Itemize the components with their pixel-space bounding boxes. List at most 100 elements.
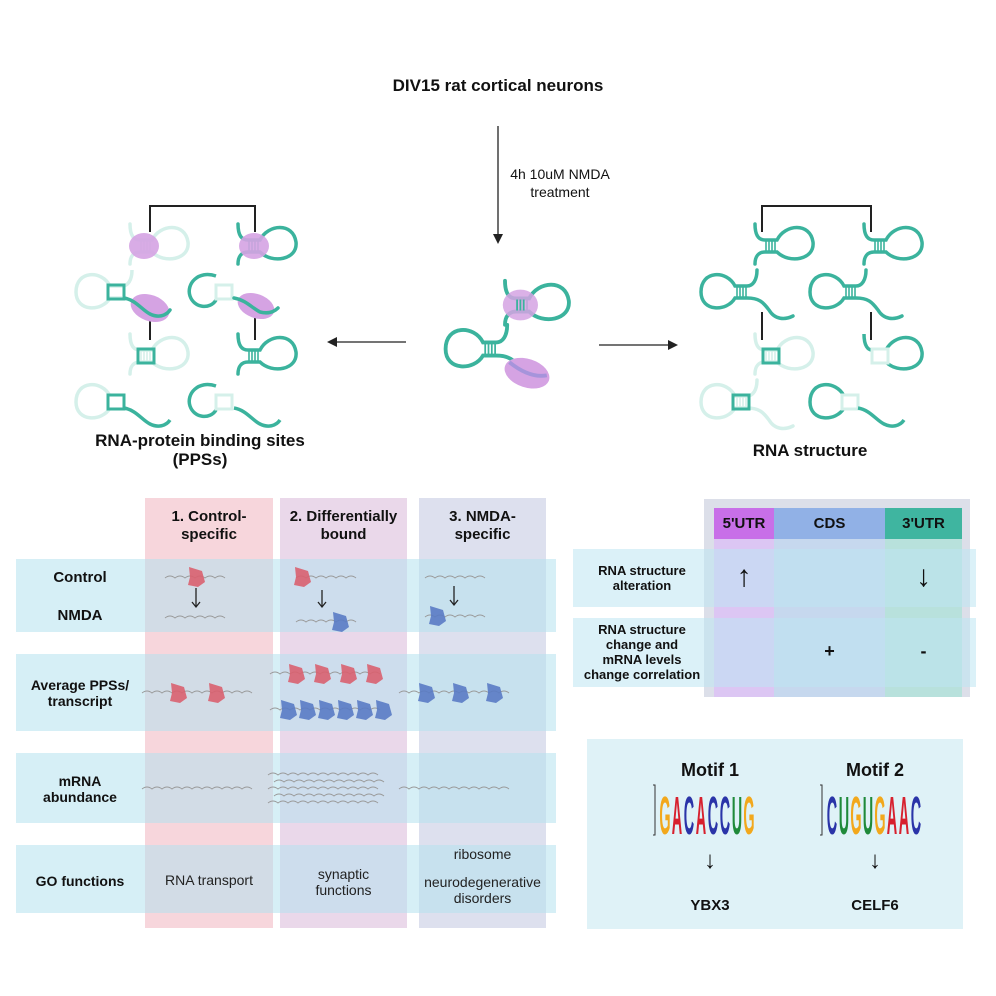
protein-halo: [129, 233, 159, 259]
logo-letter-C: C: [720, 786, 730, 846]
motif2-arrow: ↓: [869, 847, 881, 874]
right-connectors: [761, 205, 872, 340]
protein-glyph: [332, 612, 349, 632]
logo-y-axis: [653, 784, 656, 836]
mrna-strand: [267, 800, 379, 804]
row-label-go-functions: GO functions: [35, 873, 125, 889]
pps-title: RNA-protein binding sites (PPSs): [60, 431, 340, 469]
header-line1: 2. Differentially: [289, 508, 398, 525]
right-arrowhead: [668, 340, 678, 350]
down-arrowhead: [191, 601, 201, 609]
logo-letter-A: A: [899, 786, 909, 846]
protein-glyph: [375, 700, 392, 720]
header-line1: 3. NMDA-: [449, 508, 516, 525]
header-line2: bound: [320, 526, 367, 543]
mrna-strand: [273, 793, 385, 797]
treatment-label: 4h 10uM NMDA treatment: [500, 165, 620, 201]
header-line2: specific: [181, 526, 237, 543]
protein-glyph: [299, 700, 316, 720]
treatment-line2: treatment: [530, 184, 590, 200]
logo-letter-U: U: [863, 786, 873, 846]
logo-letter-G: G: [743, 786, 754, 846]
go-differentially-bound: synaptic functions: [280, 866, 407, 898]
column-header-nmda-specific: 3. NMDA- specific: [419, 508, 546, 544]
logo-letter-C: C: [911, 786, 921, 846]
protein-glyph: [366, 664, 383, 684]
mrna-strand: [424, 575, 486, 579]
motif2-protein: CELF6: [851, 897, 899, 914]
treatment-arrowhead: [493, 234, 503, 244]
protein-glyph: [294, 567, 311, 587]
row-bg-control-nmda: [16, 559, 556, 632]
mrna-strand: [164, 615, 226, 619]
motif1-arrow: ↓: [704, 847, 716, 874]
logo-letter-G: G: [850, 786, 861, 846]
go-line2: functions: [315, 882, 372, 898]
column-header-differentially-bound: 2. Differentially bound: [276, 508, 411, 544]
protein-glyph: [418, 683, 435, 703]
go-line2: neurodegenerative: [424, 874, 541, 890]
motif2-title: Motif 2: [846, 760, 904, 780]
logo-letter-U: U: [732, 786, 742, 846]
mrna-strand: [273, 779, 385, 783]
logo-letter-A: A: [696, 786, 706, 846]
header-line2: specific: [454, 526, 511, 543]
protein-glyph: [340, 664, 357, 684]
row-bg-go-functions: [16, 845, 556, 913]
protein-halo: [239, 233, 269, 259]
label-line2: abundance: [43, 789, 117, 805]
rna-left-top-right: [187, 222, 298, 320]
rna-illustrations: [74, 222, 924, 431]
mrna-strand: [141, 690, 253, 694]
protein-glyph: [208, 683, 225, 703]
protein-glyph: [429, 606, 446, 626]
logo-letter-A: A: [672, 786, 682, 846]
mrna-strand: [141, 786, 253, 790]
down-arrowhead: [449, 599, 459, 607]
row-label-mrna-abundance: mRNA abundance: [16, 773, 144, 805]
logo-letter-A: A: [887, 786, 897, 846]
rna-left-bottom-right: [187, 332, 298, 428]
label-line2: transcript: [47, 693, 113, 709]
rna-center: [443, 278, 571, 389]
top-arrows: [149, 126, 872, 350]
down-arrowhead: [317, 601, 327, 609]
protein-glyph: [452, 683, 469, 703]
go-line1: ribosome: [453, 846, 512, 862]
label-line1: Average PPSs/: [30, 677, 130, 693]
column-header-control-specific: 1. Control- specific: [145, 508, 273, 544]
protein-glyph: [318, 700, 335, 720]
protein-glyph: [356, 700, 373, 720]
protein-glyph: [188, 567, 205, 587]
protein-glyph: [288, 664, 305, 684]
logo-letter-U: U: [839, 786, 849, 846]
motif-box: [587, 739, 963, 929]
row-label-nmda: NMDA: [57, 607, 103, 624]
motif1-title: Motif 1: [681, 760, 739, 780]
logo-y-axis: [820, 784, 823, 836]
mrna-strand: [267, 786, 379, 790]
protein-glyph: [170, 683, 187, 703]
left-arrowhead: [327, 337, 337, 347]
go-control-specific: RNA transport: [165, 872, 253, 888]
logo-letter-C: C: [708, 786, 718, 846]
mrna-strand: [398, 786, 510, 790]
rna-left-top-left: [74, 222, 190, 323]
motif1-protein: YBX3: [690, 897, 730, 914]
protein-glyph: [280, 700, 297, 720]
rna-left-bottom-left: [74, 332, 190, 428]
label-line1: mRNA: [58, 773, 102, 789]
logo-letter-G: G: [659, 786, 670, 846]
logo-letter-C: C: [684, 786, 694, 846]
rna-right-bottom-left: [699, 332, 815, 431]
experiment-title: DIV15 rat cortical neurons: [392, 76, 604, 95]
rna-structure-title: RNA structure: [752, 441, 868, 460]
treatment-line1: 4h 10uM NMDA: [510, 166, 610, 182]
row-label-control: Control: [53, 569, 107, 586]
row-label-average-pps: Average PPSs/ transcript: [16, 677, 144, 709]
logo-letter-G: G: [874, 786, 885, 846]
protein-glyph: [486, 683, 503, 703]
